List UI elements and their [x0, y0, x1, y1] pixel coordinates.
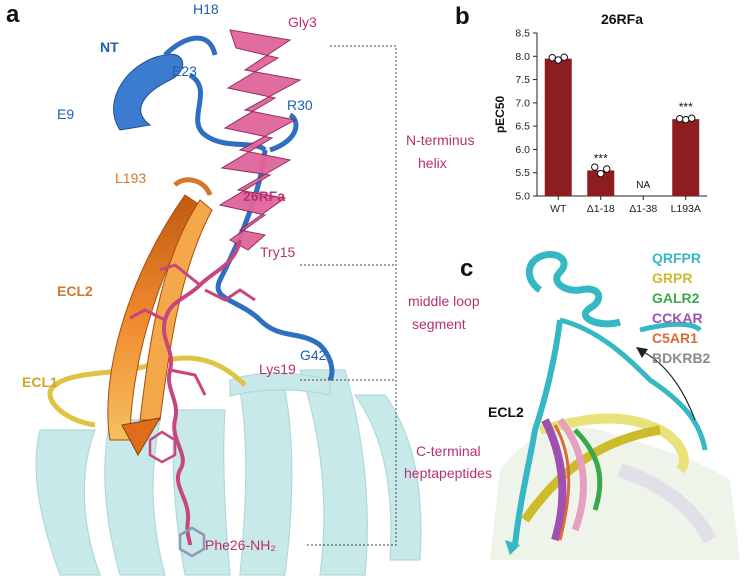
label-h18: H18 [193, 1, 219, 17]
segment-cterm-1: C-terminal [416, 443, 481, 459]
legend-item: GALR2 [652, 290, 700, 306]
label-r30: R30 [287, 97, 313, 113]
data-point [597, 169, 605, 178]
ecl2-shift-arrowhead [636, 347, 648, 358]
y-axis-label: pEC50 [493, 96, 507, 134]
segment-bracket [300, 45, 397, 546]
bar-annotation: *** [594, 151, 608, 165]
label-e23: E23 [172, 63, 197, 79]
ecl2-arrowhead [121, 417, 161, 457]
legend-item: CCKAR [652, 310, 703, 326]
panel-c-letter: c [460, 255, 473, 282]
chart-title: 26RFa [601, 11, 643, 27]
x-tick-label: Δ1-18 [587, 203, 615, 215]
label-l193: L193 [115, 170, 146, 186]
bar-annotation: NA [636, 180, 650, 191]
ecl2-strand-1 [107, 194, 201, 441]
segment-middle-2: segment [412, 316, 466, 332]
data-point [560, 53, 568, 61]
label-nt: NT [100, 39, 119, 55]
y-tick-label: 5.5 [515, 167, 530, 179]
y-tick-label: 6.0 [515, 144, 530, 156]
panel-c-ecl2-label: ECL2 [488, 404, 524, 420]
label-26rfa: 26RFa [243, 188, 285, 204]
l193-sidechain [173, 177, 213, 197]
segment-nterm-2: helix [418, 155, 447, 171]
panel-b-letter: b [455, 3, 470, 30]
ecl2-shift-arrow [639, 349, 696, 421]
label-e9: E9 [57, 106, 74, 122]
segment-nterm-1: N-terminus [406, 132, 474, 148]
segment-middle-1: middle loop [408, 293, 480, 309]
label-phe26: Phe26-NH₂ [205, 537, 276, 553]
bar-chart: 26RFa pEC50 5.0 5.5 6.0 6.5 7.0 7.5 8.0 8.5WT Δ1-1… [493, 11, 707, 215]
y-tick-label: 7.0 [515, 97, 530, 109]
legend-item: GRPR [652, 270, 692, 286]
rfa-helix [218, 29, 302, 251]
bar [672, 119, 700, 196]
bar-annotation: *** [679, 100, 693, 114]
x-tick-label: L193A [671, 203, 701, 215]
receptor-helices [35, 369, 422, 576]
label-lys19: Lys19 [259, 361, 296, 377]
legend-item: QRFPR [652, 250, 701, 266]
x-tick-label: WT [550, 203, 567, 215]
data-point [688, 114, 696, 122]
label-g42: G42 [300, 347, 327, 363]
legend-item: BDKRB2 [652, 350, 711, 366]
label-try15: Try15 [260, 244, 295, 260]
segment-cterm-2: heptapeptides [404, 465, 492, 481]
overlay-structures [490, 250, 740, 560]
peptide-sidechains [129, 263, 256, 558]
data-point [676, 114, 684, 123]
y-tick-label: 5.0 [515, 191, 530, 203]
data-point [554, 56, 562, 64]
panel-a-letter: a [6, 1, 20, 28]
y-tick-label: 8.0 [515, 51, 530, 63]
y-tick-label: 7.5 [515, 74, 530, 86]
data-point [603, 165, 611, 173]
label-ecl2: ECL2 [57, 283, 93, 299]
data-point [682, 115, 690, 124]
ecl1-loop [47, 355, 247, 428]
label-gly3: Gly3 [288, 14, 317, 30]
bar [544, 58, 572, 196]
label-ecl1: ECL1 [22, 374, 58, 390]
legend-item: C5AR1 [652, 330, 698, 346]
data-point [548, 53, 556, 62]
y-tick-label: 6.5 [515, 121, 530, 133]
y-tick-label: 8.5 [515, 28, 530, 40]
x-tick-label: Δ1-38 [629, 203, 657, 215]
data-point [591, 163, 599, 171]
